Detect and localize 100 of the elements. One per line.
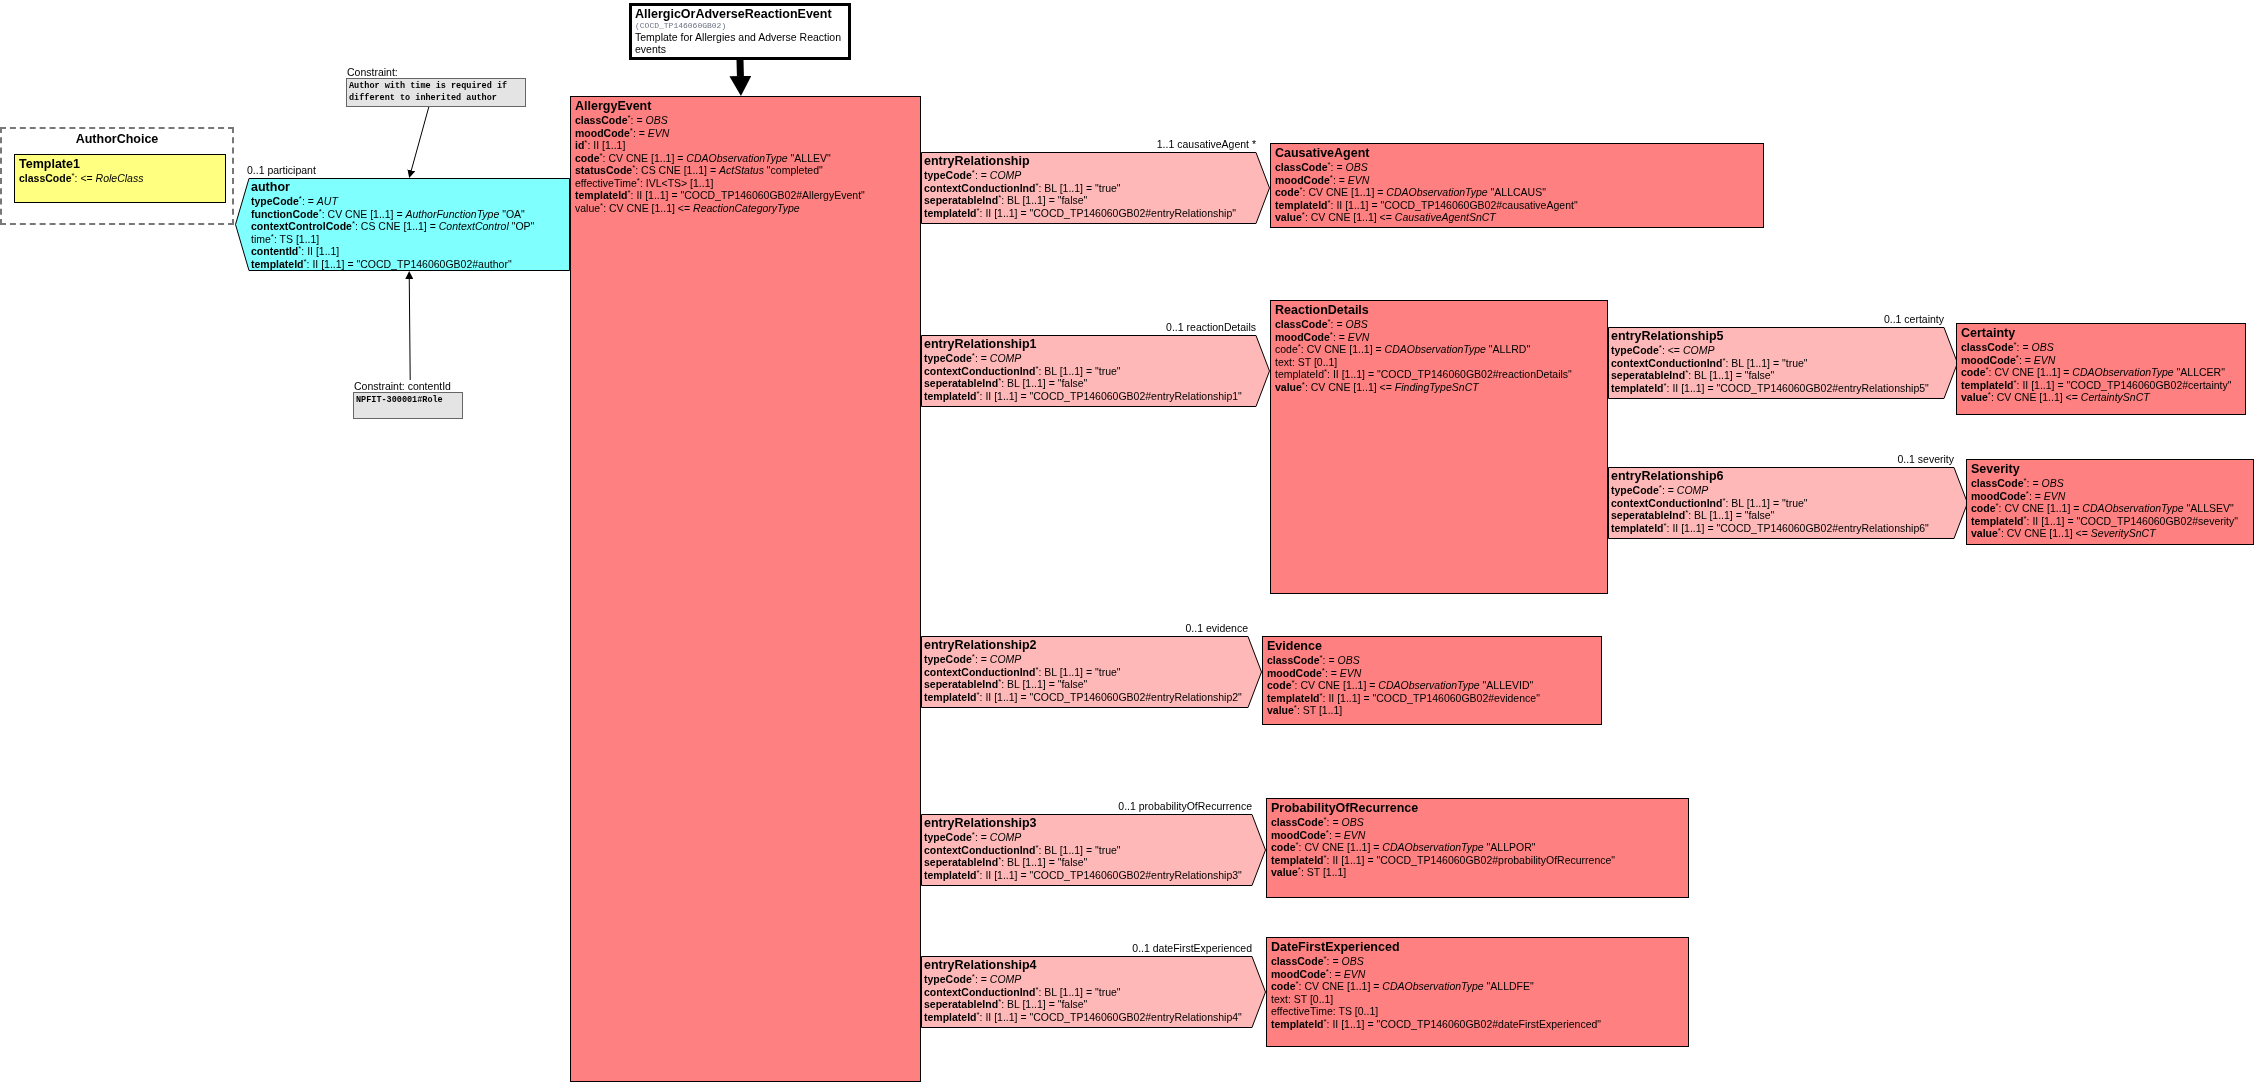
class-name: author bbox=[251, 180, 290, 195]
class-name: ReactionDetails bbox=[1275, 303, 1369, 318]
class-name: DateFirstExperienced bbox=[1271, 940, 1400, 955]
attribute-text: moodCode$^{*}$: = EVN bbox=[1275, 173, 1370, 186]
class-box bbox=[1270, 143, 1764, 228]
class-box bbox=[1966, 459, 2254, 545]
class-name: AllergyEvent bbox=[575, 99, 652, 114]
attribute-text: templateId$^{*}$: II [1..1] = "COCD_TP146060GB02#certainty" bbox=[1961, 378, 2232, 391]
choice-box bbox=[0, 127, 234, 225]
attribute-text: classCode$^{*}$: = OBS bbox=[1271, 955, 1364, 968]
attribute-text: statusCode$^{*}$: CS CNE [1..1] = ActStatus "completed" bbox=[575, 164, 823, 177]
multiplicity-label: 0..1 dateFirstExperienced bbox=[1132, 942, 1252, 955]
class-name: Severity bbox=[1971, 462, 2020, 477]
attribute-text: templateId$^{*}$: II [1..1] = "COCD_TP146060GB02#causativeAgent" bbox=[1275, 198, 1578, 211]
attribute-text: moodCode$^{*}$: = EVN bbox=[1267, 666, 1362, 679]
attribute-text: code$^{*}$: CV CNE [1..1] = CDAObservationType "ALLPOR" bbox=[1271, 841, 1536, 854]
attribute-text: templateId$^{*}$: II [1..1] = "COCD_TP146060GB02#entryRelationship3" bbox=[924, 868, 1242, 881]
attribute-text: contentId$^{*}$: II [1..1] bbox=[251, 245, 340, 258]
class-name: ProbabilityOfRecurrence bbox=[1271, 801, 1419, 816]
class-name: entryRelationship1 bbox=[924, 337, 1037, 352]
attribute-text: value$^{*}$: CV CNE [1..1] <= FindingTypeSnCT bbox=[1275, 380, 1479, 393]
class-name: AllergicOrAdverseReactionEvent bbox=[635, 7, 832, 21]
attribute-text: seperatableInd$^{*}$: BL [1..1] = "false" bbox=[924, 377, 1088, 390]
multiplicity-label: 0..1 reactionDetails bbox=[1166, 321, 1256, 334]
attribute-text: templateId$^{*}$: II [1..1] = "COCD_TP146060GB02#entryRelationship6" bbox=[1611, 521, 1929, 534]
attribute-text: seperatableInd$^{*}$: BL [1..1] = "false" bbox=[1611, 509, 1775, 522]
attribute-text: code$^{*}$: CV CNE [1..1] = CDAObservationType "ALLEV" bbox=[575, 151, 831, 164]
attribute-text: effectiveTime: TS [0..1] bbox=[1271, 1005, 1379, 1018]
attribute-text: code$^{*}$: CV CNE [1..1] = CDAObservationType "ALLEVID" bbox=[1267, 679, 1534, 692]
attribute-text: moodCode$^{*}$: = EVN bbox=[1271, 828, 1366, 841]
attribute-text: contextConductionInd$^{*}$: BL [1..1] = "true" bbox=[924, 985, 1121, 998]
attribute-text: templateId$^{*}$: II [1..1] = "COCD_TP146060GB02#entryRelationship2" bbox=[924, 690, 1242, 703]
template-id: (COCD_TP146060GB02) bbox=[635, 21, 727, 31]
attribute-text: contextConductionInd$^{*}$: BL [1..1] = "true" bbox=[924, 181, 1121, 194]
attribute-text: seperatableInd$^{*}$: BL [1..1] = "false" bbox=[924, 194, 1088, 207]
attribute-text: typeCode$^{*}$: = COMP bbox=[1611, 484, 1709, 497]
class-name: CausativeAgent bbox=[1275, 146, 1370, 161]
multiplicity-label: 0..1 certainty bbox=[1883, 313, 1944, 326]
attribute-text: seperatableInd$^{*}$: BL [1..1] = "false" bbox=[924, 998, 1088, 1011]
class-box bbox=[1266, 798, 1689, 898]
attribute-text: code$^{*}$: CV CNE [1..1] = CDAObservationType "ALLCER" bbox=[1961, 366, 2225, 379]
class-box bbox=[1270, 300, 1608, 594]
attribute-text: classCode$^{*}$: = OBS bbox=[1271, 816, 1364, 829]
attribute-text: typeCode$^{*}$: = COMP bbox=[924, 169, 1022, 182]
attribute-text: typeCode$^{*}$: = COMP bbox=[924, 653, 1022, 666]
attribute-text: code$^{*}$: CV CNE [1..1] = CDAObservationType "ALLCAUS" bbox=[1275, 186, 1546, 199]
attribute-text: contextConductionInd$^{*}$: BL [1..1] = "true" bbox=[1611, 496, 1808, 509]
attribute-text: seperatableInd$^{*}$: BL [1..1] = "false" bbox=[924, 678, 1088, 691]
attribute-text: value$^{*}$: CV CNE [1..1] <= SeveritySnCT bbox=[1971, 527, 2156, 540]
attribute-text: functionCode$^{*}$: CV CNE [1..1] = AuthorFunctionType "OA" bbox=[251, 207, 525, 220]
arrow bbox=[407, 106, 430, 178]
attribute-text: classCode$^{*}$: <= RoleClass bbox=[19, 172, 144, 185]
attribute-text: moodCode$^{*}$: = EVN bbox=[1271, 967, 1366, 980]
attribute-text: typeCode$^{*}$: = COMP bbox=[924, 352, 1022, 365]
class-name: entryRelationship6 bbox=[1611, 469, 1724, 484]
constraint-label: Constraint: contentId bbox=[353, 380, 451, 392]
multiplicity-label: 0..1 severity bbox=[1897, 453, 1954, 466]
class-name: Certainty bbox=[1961, 326, 2016, 341]
attribute-text: classCode$^{*}$: = OBS bbox=[1961, 341, 2054, 354]
attribute-text: value$^{*}$: ST [1..1] bbox=[1267, 704, 1343, 717]
attribute-text: moodCode$^{*}$: = EVN bbox=[1275, 330, 1370, 343]
class-name: entryRelationship bbox=[924, 154, 1030, 169]
attribute-text: seperatableInd$^{*}$: BL [1..1] = "false" bbox=[1611, 369, 1775, 382]
class-box bbox=[1262, 636, 1602, 725]
attribute-text: templateId$^{*}$: II [1..1] = "COCD_TP146060GB02#evidence" bbox=[1267, 691, 1540, 704]
attribute-text: code$^{*}$: CV CNE [1..1] = CDAObservationType "ALLRD" bbox=[1275, 343, 1531, 356]
attribute-text: classCode$^{*}$: = OBS bbox=[1267, 654, 1360, 667]
attribute-text: templateId$^{*}$: II [1..1] = "COCD_TP146060GB02#entryRelationship5" bbox=[1611, 381, 1929, 394]
attribute-text: moodCode$^{*}$: = EVN bbox=[1971, 489, 2066, 502]
attribute-text: templateId$^{*}$: II [1..1] = "COCD_TP146060GB02#entryRelationship" bbox=[924, 206, 1236, 219]
multiplicity-label: 0..1 evidence bbox=[1185, 622, 1248, 635]
class-box bbox=[14, 154, 226, 203]
class-name: entryRelationship5 bbox=[1611, 329, 1724, 344]
attribute-text: seperatableInd$^{*}$: BL [1..1] = "false" bbox=[924, 856, 1088, 869]
attribute-text: templateId$^{*}$: II [1..1] = "COCD_TP146060GB02#severity" bbox=[1971, 514, 2238, 527]
attribute-text: moodCode$^{*}$: = EVN bbox=[1961, 353, 2056, 366]
choice-name: AuthorChoice bbox=[74, 132, 160, 147]
attribute-text: typeCode$^{*}$: <= COMP bbox=[1611, 344, 1715, 357]
arrow bbox=[729, 59, 752, 96]
multiplicity-label: 0..1 participant bbox=[247, 164, 316, 177]
attribute-text: templateId$^{*}$: II [1..1] = "COCD_TP146060GB02#entryRelationship1" bbox=[924, 389, 1242, 402]
class-name: Evidence bbox=[1267, 639, 1322, 654]
multiplicity-label: 0..1 probabilityOfRecurrence bbox=[1118, 800, 1252, 813]
attribute-text: id$^{*}$: II [1..1] bbox=[575, 139, 626, 152]
attribute-text: value$^{*}$: CV CNE [1..1] <= ReactionCategoryType bbox=[575, 201, 800, 214]
constraint-label: Constraint: bbox=[346, 66, 398, 78]
attribute-text: templateId$^{*}$: II [1..1] = "COCD_TP146060GB02#dateFirstExperienced" bbox=[1271, 1017, 1602, 1030]
attribute-text: code$^{*}$: CV CNE [1..1] = CDAObservationType "ALLSEV" bbox=[1971, 502, 2234, 515]
attribute-text: templateId$^{*}$: II [1..1] = "COCD_TP146060GB02#reactionDetails" bbox=[1275, 368, 1572, 381]
class-box bbox=[1266, 937, 1689, 1047]
attribute-text: time$^{*}$: TS [1..1] bbox=[251, 232, 320, 245]
attribute-text: text: ST [0..1] bbox=[1271, 992, 1334, 1005]
class-name: entryRelationship3 bbox=[924, 816, 1037, 831]
attribute-text: value$^{*}$: ST [1..1] bbox=[1271, 866, 1347, 879]
attribute-text: moodCode$^{*}$: = EVN bbox=[575, 126, 670, 139]
template-box bbox=[629, 3, 851, 60]
multiplicity-label: 1..1 causativeAgent * bbox=[1156, 138, 1256, 151]
attribute-text: templateId$^{*}$: II [1..1] = "COCD_TP146060GB02#probabilityOfRecurrence" bbox=[1271, 853, 1616, 866]
attribute-text: templateId$^{*}$: II [1..1] = "COCD_TP146060GB02#author" bbox=[251, 257, 512, 270]
attribute-text: contextConductionInd$^{*}$: BL [1..1] = "true" bbox=[924, 364, 1121, 377]
